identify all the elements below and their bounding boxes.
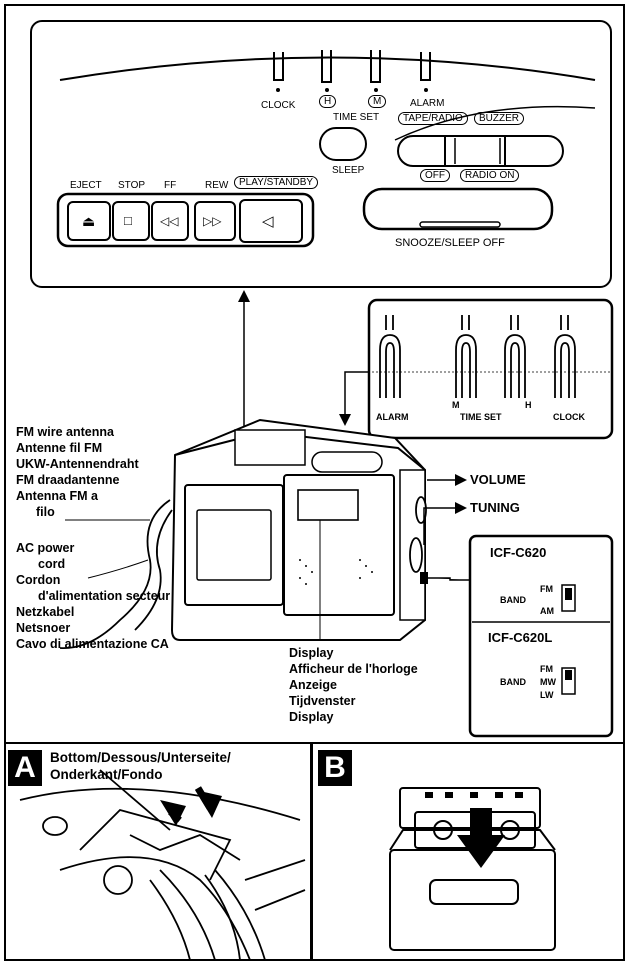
- model-b-fm: FM: [540, 664, 553, 674]
- model-a-fm: FM: [540, 584, 553, 594]
- slider-inset-box: [367, 298, 614, 440]
- section-b-tag: B: [318, 750, 352, 786]
- power-label-group: AC power cord Cordon d'alimentation sect…: [16, 540, 170, 652]
- label-tuning: TUNING: [470, 500, 520, 515]
- antenna-label-4: Antenna FM a: [16, 489, 98, 503]
- snooze-bar-shape: [362, 187, 554, 231]
- section-a-tag: A: [8, 750, 42, 786]
- label-clock: CLOCK: [261, 100, 296, 111]
- display-label-1: Afficheur de l'horloge: [289, 662, 418, 676]
- model-a-name: ICF-C620: [490, 545, 547, 560]
- label-buzzer: BUZZER: [474, 112, 524, 125]
- stop-icon: □: [124, 213, 132, 228]
- divider-bottom: [4, 742, 625, 744]
- antenna-label-2: UKW-Antennendraht: [16, 457, 139, 471]
- divider-ab: [310, 744, 313, 961]
- play-icon: ◁: [262, 213, 274, 230]
- inset-label-m: M: [452, 400, 460, 410]
- inset-label-time-set: TIME SET: [460, 412, 502, 422]
- antenna-label-0: FM wire antenna: [16, 425, 114, 439]
- inset-label-clock: CLOCK: [553, 412, 585, 422]
- label-rew: REW: [205, 180, 229, 191]
- display-label-2: Anzeige: [289, 678, 337, 692]
- section-a-title-2: Onderkant/Fondo: [50, 767, 163, 782]
- label-time-set: TIME SET: [333, 112, 380, 123]
- label-alarm: ALARM: [410, 98, 445, 109]
- power-label-6: Cavo di alimentazione CA: [16, 637, 169, 651]
- power-label-0: AC power: [16, 541, 75, 555]
- rew-icon: ▷▷: [203, 214, 222, 228]
- model-b-band: BAND: [500, 677, 526, 687]
- radio-device: [170, 418, 426, 641]
- label-ff: FF: [164, 180, 177, 191]
- ff-icon: ◁◁: [160, 214, 179, 228]
- model-b-lw: LW: [540, 690, 554, 700]
- label-eject: EJECT: [70, 180, 102, 191]
- display-label-4: Display: [289, 710, 334, 724]
- antenna-label-3: FM draadantenne: [16, 473, 120, 487]
- model-b-name: ICF-C620L: [488, 630, 553, 645]
- label-radio-on: RADIO ON: [460, 169, 520, 182]
- power-label-1: cord: [38, 557, 66, 571]
- display-label-0: Display: [289, 646, 334, 660]
- inset-label-alarm: ALARM: [376, 412, 409, 422]
- model-a-band: BAND: [500, 595, 526, 605]
- model-b-mw: MW: [540, 677, 556, 687]
- inset-label-h: H: [525, 400, 532, 410]
- label-volume: VOLUME: [470, 472, 526, 487]
- label-m: M: [368, 95, 387, 108]
- eject-icon: ⏏: [82, 213, 96, 229]
- power-label-5: Netsnoer: [16, 621, 71, 635]
- section-a-title-1: Bottom/Dessous/Unterseite/: [50, 750, 231, 765]
- model-box: [468, 534, 614, 738]
- display-label-3: Tijdvenster: [289, 694, 356, 708]
- power-label-3: d'alimentation secteur: [38, 589, 171, 603]
- label-h: H: [319, 95, 337, 108]
- label-sleep: SLEEP: [332, 165, 365, 176]
- sleep-button-shape: [319, 127, 367, 161]
- bottom-illustration: [19, 769, 306, 961]
- label-play-standby: PLAY/STANDBY: [234, 176, 319, 189]
- antenna-label-group: FM wire antenna Antenne fil FM UKW-Anten…: [16, 424, 139, 520]
- label-snooze: SNOOZE/SLEEP OFF: [395, 237, 505, 249]
- model-a-am: AM: [540, 606, 554, 616]
- display-label-group: Display Afficheur de l'horloge Anzeige T…: [289, 645, 418, 725]
- power-label-4: Netzkabel: [16, 605, 75, 619]
- antenna-label-1: Antenne fil FM: [16, 441, 103, 455]
- label-stop: STOP: [118, 180, 146, 191]
- label-tape-radio: TAPE/RADIO: [398, 112, 468, 125]
- antenna-label-5: filo: [36, 505, 55, 519]
- label-off: OFF: [420, 169, 450, 182]
- power-label-2: Cordon: [16, 573, 61, 587]
